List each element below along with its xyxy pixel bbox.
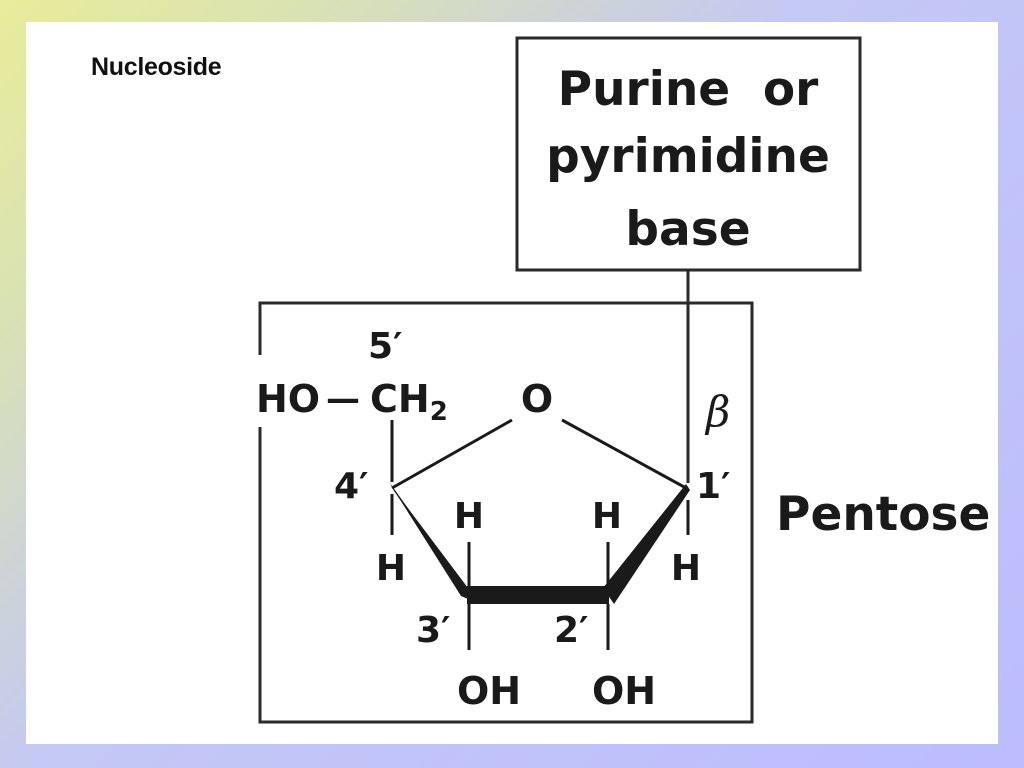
bond-c3-c2-bold [467,586,609,604]
atom-ch: CH [370,377,430,421]
bond-o-c1 [561,418,687,490]
position-c5: 5′ [368,326,403,367]
position-c4: 4′ [334,466,369,507]
atom-h-c3: H [454,496,484,537]
pentose-label: Pentose [776,487,990,542]
bond-c4-o [391,418,513,490]
beta-bond-label: β [704,387,730,436]
base-label-line-3: base [625,202,750,257]
atom-h-c1: H [671,548,701,589]
atom-h-c2: H [592,496,622,537]
base-label-line-1: Purine or [558,62,820,117]
atom-ring-oxygen: O [521,377,553,421]
position-c2: 2′ [554,610,589,651]
page-title: Nucleoside [91,53,222,81]
bond-c4-c3-wedge-fill [392,487,475,602]
atom-oh-c2: OH [592,669,656,713]
bond-c2-c1-wedge [603,484,690,604]
atom-h-c4: H [376,548,406,589]
bond-dash-c5: — [326,379,360,419]
base-label-line-2: pyrimidine [546,129,830,184]
atom-ch2-subscript: 2 [430,397,448,427]
position-c1: 1′ [696,466,731,507]
atom-oh-c3: OH [457,669,521,713]
atom-ch2: CH2 [370,377,448,427]
atom-ho-c5: HO [256,377,320,421]
position-c3: 3′ [416,610,451,651]
slide-canvas [26,22,998,744]
pentose-box [258,301,754,724]
